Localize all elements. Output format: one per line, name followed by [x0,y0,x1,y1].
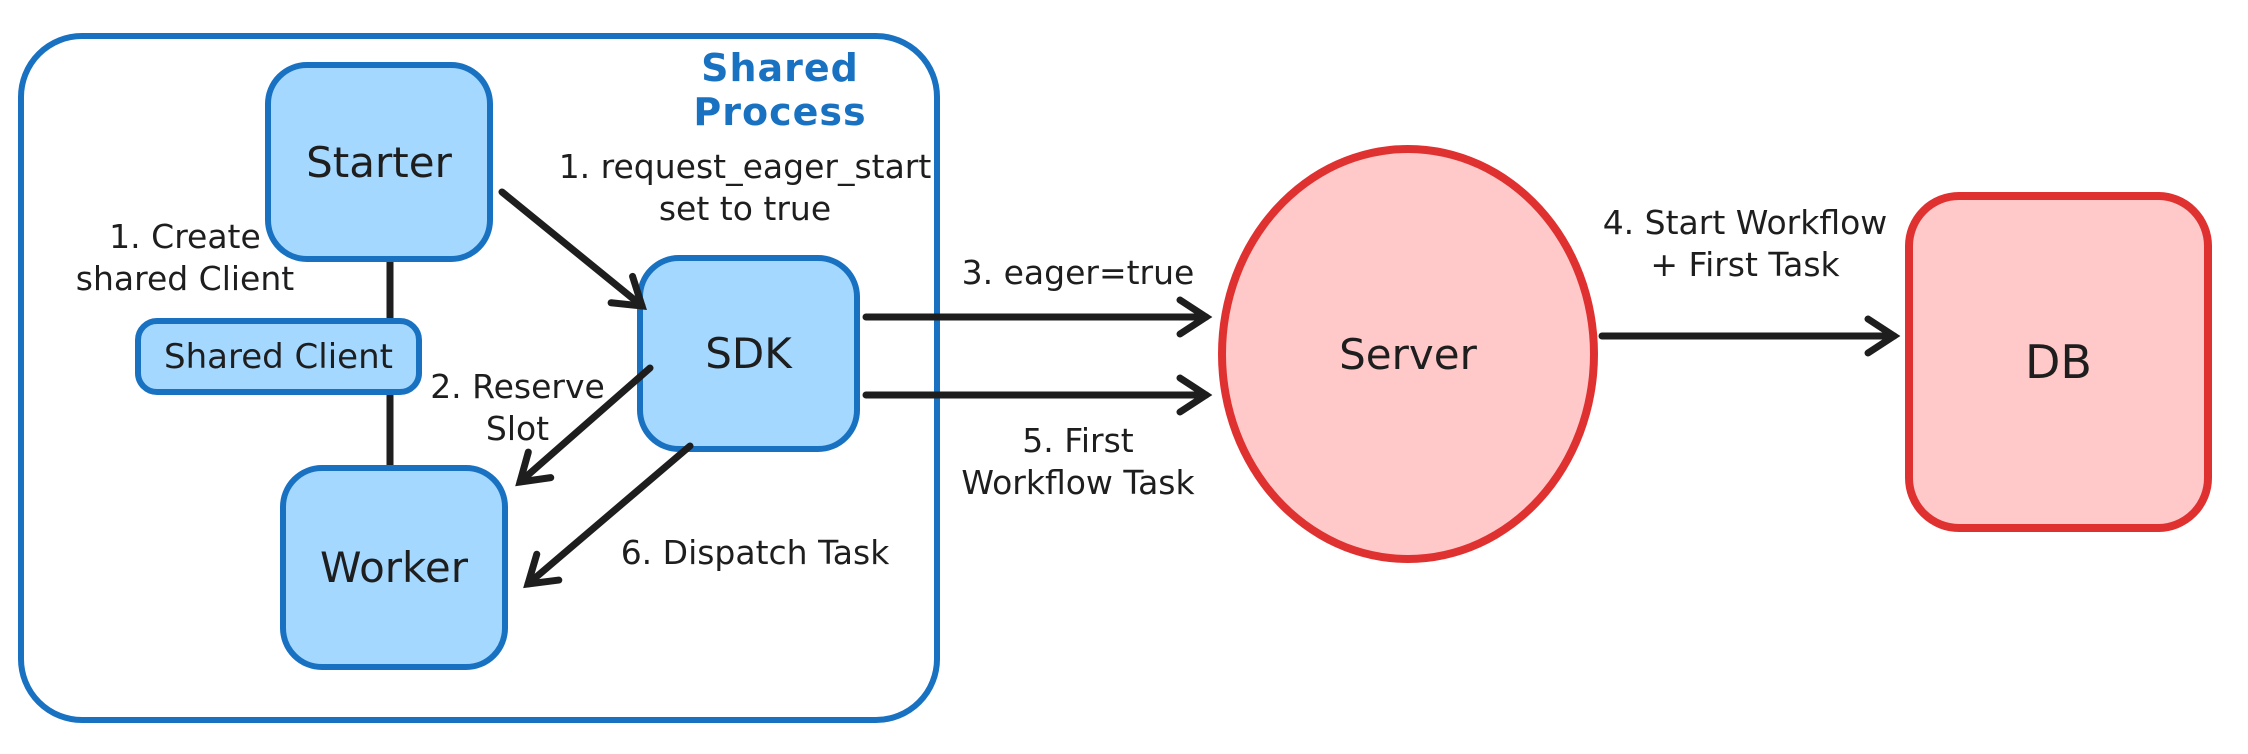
node-db: DB [1905,192,2212,532]
node-server: Server [1218,145,1598,563]
annotation-reserve-slot: 2. Reserve Slot [430,367,605,449]
node-worker-label: Worker [320,543,468,592]
shared-process-label: Shared Process [693,46,867,134]
annotation-start-workflow-first-task: 4. Start Workflow + First Task [1602,203,1888,285]
annotation-create-shared-client: 1. Create shared Client [75,217,295,299]
node-sdk: SDK [637,255,860,452]
node-shared-client: Shared Client [135,318,422,395]
node-worker: Worker [280,465,508,670]
node-starter-label: Starter [306,137,452,187]
node-shared-client-label: Shared Client [164,336,393,377]
annotation-dispatch-task: 6. Dispatch Task [620,533,890,572]
node-sdk-label: SDK [705,329,792,378]
annotation-eager-true: 3. eager=true [961,253,1195,292]
annotation-request-eager-start: 1. request_eager_start set to true [558,147,932,229]
node-db-label: DB [2025,335,2092,389]
node-server-label: Server [1339,329,1477,379]
annotation-first-workflow-task: 5. First Workflow Task [961,421,1195,503]
node-starter: Starter [265,62,493,262]
shared-process-container [18,33,940,723]
